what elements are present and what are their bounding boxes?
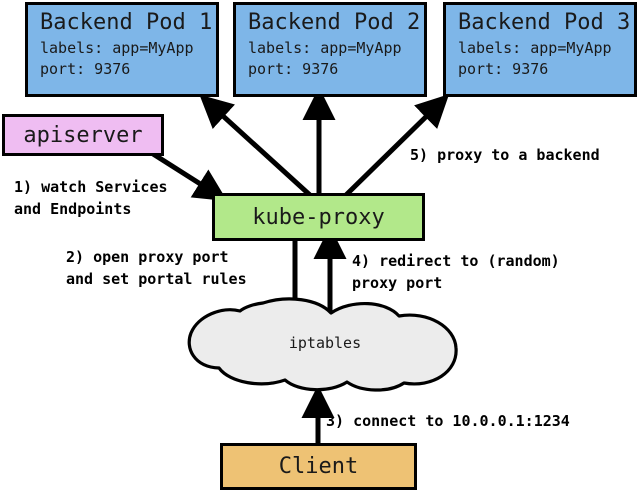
step-2-label: 2) open proxy port and set portal rules — [66, 246, 247, 290]
step-4-line-1: 4) redirect to (random) — [352, 252, 560, 270]
backend-pod-3-labels: labels: app=MyApp — [458, 39, 612, 57]
backend-pod-3-port: port: 9376 — [458, 60, 549, 78]
arrow-apiserver-to-kubeproxy — [148, 149, 228, 202]
client-label: Client — [278, 454, 359, 479]
backend-pod-2-title: Backend Pod 2 — [248, 10, 421, 35]
backend-pod-2-labels: labels: app=MyApp — [248, 39, 402, 57]
step-1-line-2: and Endpoints — [14, 200, 132, 218]
backend-pod-1-port: port: 9376 — [40, 60, 131, 78]
step-2-line-1: 2) open proxy port — [66, 248, 229, 266]
step-2-line-2: and set portal rules — [66, 270, 247, 288]
kube-proxy-label: kube-proxy — [252, 204, 385, 230]
iptables-label: iptables — [288, 334, 362, 352]
backend-pod-1-labels: labels: app=MyApp — [40, 39, 194, 57]
apiserver-label: apiserver — [23, 122, 143, 148]
client-box[interactable]: Client — [220, 443, 417, 490]
backend-pod-3-title: Backend Pod 3 — [458, 10, 631, 35]
backend-pod-2-box[interactable]: Backend Pod 2 labels: app=MyApp port: 93… — [233, 2, 427, 97]
step-5-line-1: 5) proxy to a backend — [410, 146, 600, 164]
backend-pod-3-box[interactable]: Backend Pod 3 labels: app=MyApp port: 93… — [443, 2, 637, 97]
iptables-cloud-shape — [187, 297, 458, 392]
step-4-label: 4) redirect to (random) proxy port — [352, 250, 560, 294]
step-3-label: 3) connect to 10.0.0.1:1234 — [326, 410, 570, 432]
step-1-label: 1) watch Services and Endpoints — [14, 176, 168, 220]
backend-pod-1-box[interactable]: Backend Pod 1 labels: app=MyApp port: 93… — [25, 2, 219, 97]
step-4-line-2: proxy port — [352, 274, 443, 292]
arrow-kubeproxy-to-pod1 — [199, 94, 313, 198]
backend-pod-2-port: port: 9376 — [248, 60, 339, 78]
step-1-line-1: 1) watch Services — [14, 178, 168, 196]
step-3-line-1: 3) connect to 10.0.0.1:1234 — [326, 412, 570, 430]
apiserver-box[interactable]: apiserver — [2, 114, 164, 156]
arrow-kubeproxy-to-pod3 — [343, 94, 450, 198]
step-5-label: 5) proxy to a backend — [410, 144, 600, 166]
backend-pod-1-title: Backend Pod 1 — [40, 10, 213, 35]
kube-proxy-box[interactable]: kube-proxy — [212, 193, 425, 241]
